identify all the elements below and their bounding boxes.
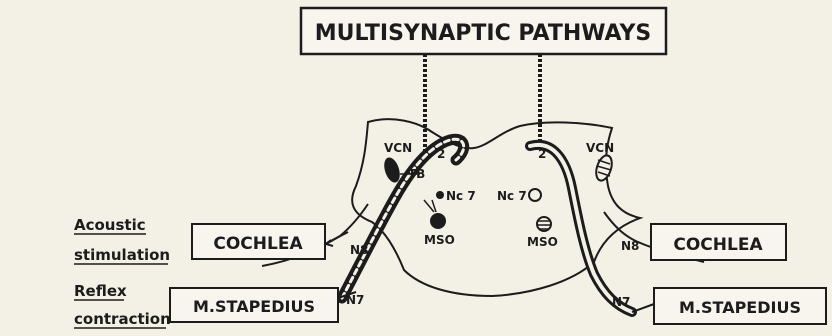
right-nc7-nucleus	[529, 189, 541, 201]
right-n8-label: N8	[621, 239, 639, 253]
left-n8-label: N8	[350, 243, 368, 257]
contraction-label: contraction	[74, 310, 171, 328]
acoustic-label: Acoustic	[74, 216, 146, 234]
right-path-marker: 2	[538, 147, 546, 161]
right-stapedius-label: M.STAPEDIUS	[679, 298, 801, 317]
left-vcn-label: VCN	[384, 141, 412, 155]
multisynaptic-pathways-label: MULTISYNAPTIC PATHWAYS	[315, 21, 651, 46]
left-mso-arrow	[424, 200, 436, 212]
right-cochlea-label: COCHLEA	[673, 235, 763, 255]
left-cochlea-label: COCHLEA	[213, 234, 303, 254]
stimulation-label-text: stimulation	[74, 246, 170, 264]
left-mso-nucleus	[430, 213, 446, 229]
right-mso-label: MSO	[527, 235, 558, 249]
left-nc7-nucleus	[436, 191, 444, 199]
right-n7-label: N7	[612, 295, 630, 309]
left-stapedius-label: M.STAPEDIUS	[193, 297, 315, 316]
right-nc7-label: Nc 7	[497, 189, 527, 203]
right-vcn-label: VCN	[586, 141, 614, 155]
left-nc7-label: Nc 7	[446, 189, 476, 203]
left-mso-label: MSO	[424, 233, 455, 247]
left-path-marker: 2	[437, 147, 445, 161]
reflex-label: Reflex	[74, 282, 127, 300]
